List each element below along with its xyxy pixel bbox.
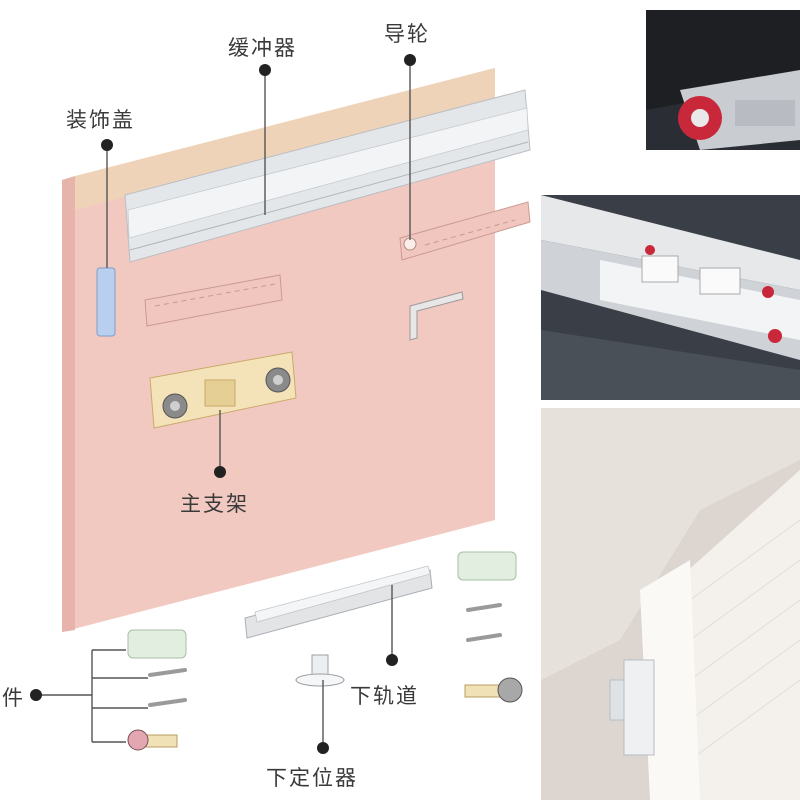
photo-door-installed — [541, 408, 800, 800]
end-cap-left — [127, 629, 187, 659]
photo-track-dampers — [541, 195, 800, 400]
photo-roller-closeup — [646, 10, 800, 150]
lower-positioner-part — [295, 654, 345, 687]
door-edge — [62, 176, 75, 632]
upper-track-groove — [129, 141, 529, 251]
label-buffer: 缓冲器 — [228, 36, 297, 60]
end-cap-right — [457, 551, 517, 581]
label-decorative-cover: 装饰盖 — [66, 108, 135, 132]
label-guide-wheel: 导轮 — [384, 22, 430, 46]
label-accessories: 件 — [2, 686, 25, 710]
screw-icon — [466, 603, 502, 612]
upper-track-face — [127, 107, 529, 239]
allen-key — [409, 291, 464, 341]
lower-wheel-left — [127, 729, 178, 751]
exploded-diagram — [30, 54, 531, 754]
lower-wheel-right — [464, 677, 523, 703]
leader-dots — [30, 54, 416, 754]
label-lower-track: 下轨道 — [350, 684, 419, 708]
label-lower-positioner: 下定位器 — [266, 766, 358, 790]
main-bracket-part — [149, 351, 297, 429]
leader-lines — [40, 60, 411, 745]
screw-icon — [148, 698, 187, 707]
wood-top-strip — [75, 68, 495, 210]
screw-icon — [148, 668, 187, 677]
buffer-part — [144, 274, 283, 327]
lower-track-part — [244, 565, 433, 639]
label-main-bracket: 主支架 — [180, 492, 249, 516]
decorative-cover-part — [96, 267, 116, 337]
screw-icon — [466, 633, 502, 642]
